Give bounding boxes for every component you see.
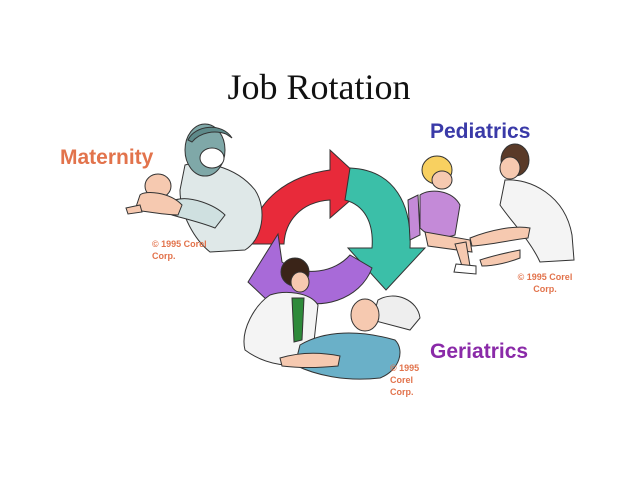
baby-figure: [125, 173, 183, 216]
pediatrics-label: Pediatrics: [430, 120, 531, 143]
red-arrow: [249, 148, 369, 245]
geriatrics-credit: © 1995 Corel Corp.: [390, 363, 420, 397]
maternity-nurse-figure: [171, 123, 263, 253]
slide-title: Job Rotation: [227, 67, 411, 107]
maternity-label: Maternity: [60, 146, 154, 169]
pediatrics-credit: © 1995 Corel Corp.: [517, 272, 573, 294]
geriatrics-patient-figure: [279, 295, 421, 380]
pediatrics-child-figure: [407, 155, 477, 275]
geriatrics-label: Geriatrics: [430, 340, 529, 363]
maternity-credit: © 1995 Corel Corp.: [152, 239, 207, 261]
teal-arrow: [344, 167, 427, 291]
pediatrics-nurse-figure: [469, 143, 575, 267]
